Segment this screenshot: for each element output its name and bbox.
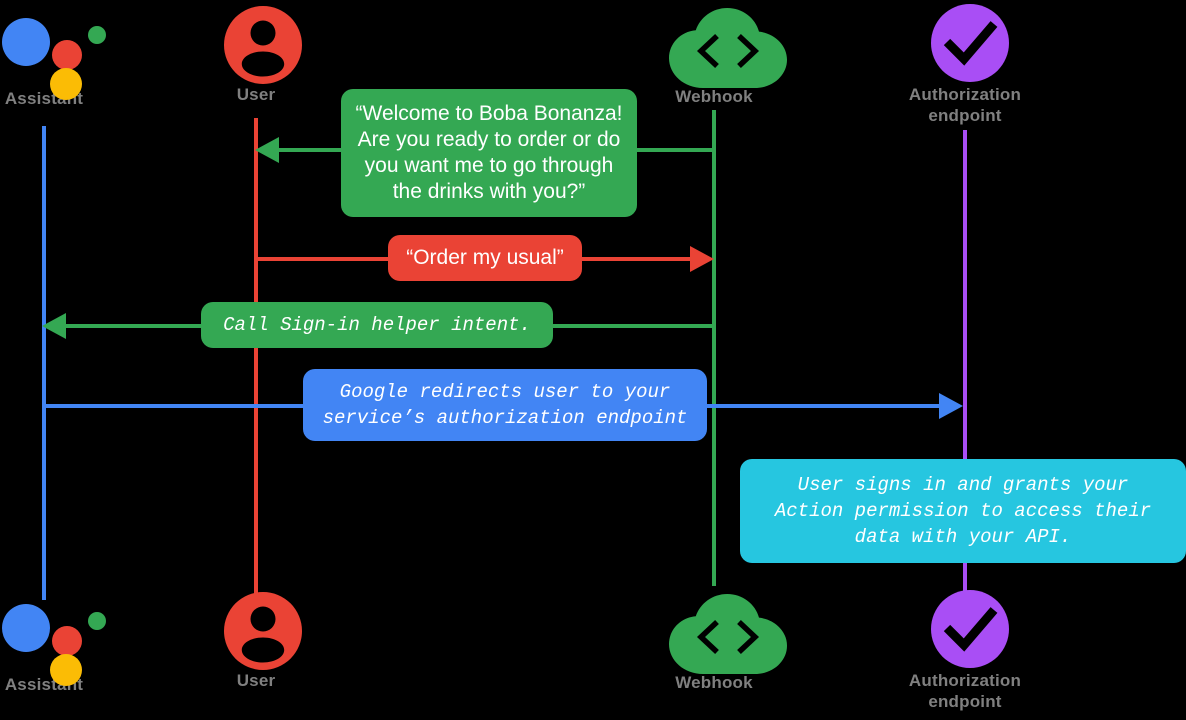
actor-auth-bottom: Authorization endpoint [865, 590, 1065, 712]
actor-webhook-bottom: Webhook [614, 592, 814, 693]
arrow-head-welcome [255, 137, 279, 163]
actor-assistant-top: Assistant [0, 8, 144, 109]
purple-check-icon [865, 4, 1065, 84]
assistant-dot-yellow-icon [50, 654, 82, 686]
assistant-dot-blue-icon [2, 604, 50, 652]
actor-assistant-bottom: Assistant [0, 594, 144, 695]
cloud-code-glyph [669, 594, 787, 674]
actor-label-user: User [236, 85, 276, 104]
message-bubble-redirect: Google redirects user to your service’s … [303, 369, 707, 441]
actor-auth-top: Authorization endpoint [865, 4, 1065, 126]
arrow-head-signin [42, 313, 66, 339]
message-bubble-signs-in: User signs in and grants your Action per… [740, 459, 1186, 563]
actor-label-webhook: Webhook [675, 673, 753, 692]
arrow-head-redirect [939, 393, 963, 419]
assistant-dot-green-icon [88, 612, 106, 630]
message-bubble-order: “Order my usual” [388, 235, 582, 281]
google-assistant-icon [0, 8, 144, 100]
assistant-dot-green-icon [88, 26, 106, 44]
actor-label-auth: Authorization endpoint [908, 85, 1022, 125]
actor-label-user: User [236, 671, 276, 690]
message-bubble-signin: Call Sign-in helper intent. [201, 302, 553, 348]
assistant-dot-red-icon [52, 40, 82, 70]
google-assistant-icon [0, 594, 144, 686]
lifeline-auth [963, 130, 967, 596]
lifeline-webhook [712, 110, 716, 586]
actor-label-auth: Authorization endpoint [908, 671, 1022, 711]
actor-user-bottom: User [156, 590, 356, 691]
assistant-dot-red-icon [52, 626, 82, 656]
actor-webhook-top: Webhook [614, 6, 814, 107]
lifeline-assistant [42, 126, 46, 600]
actor-user-top: User [156, 4, 356, 105]
purple-check-glyph [931, 590, 1009, 668]
lifeline-user [254, 118, 258, 600]
assistant-dot-yellow-icon [50, 68, 82, 100]
message-bubble-welcome: “Welcome to Boba Bonanza! Are you ready … [341, 89, 637, 217]
purple-check-icon [865, 590, 1065, 670]
user-avatar-glyph [224, 6, 302, 84]
purple-check-glyph [931, 4, 1009, 82]
arrow-head-order [690, 246, 714, 272]
user-avatar-icon [156, 590, 356, 670]
cloud-code-glyph [669, 8, 787, 88]
assistant-dot-blue-icon [2, 18, 50, 66]
cloud-code-icon [614, 592, 814, 674]
actor-label-webhook: Webhook [675, 87, 753, 106]
user-avatar-glyph [224, 592, 302, 670]
user-avatar-icon [156, 4, 356, 84]
cloud-code-icon [614, 6, 814, 88]
